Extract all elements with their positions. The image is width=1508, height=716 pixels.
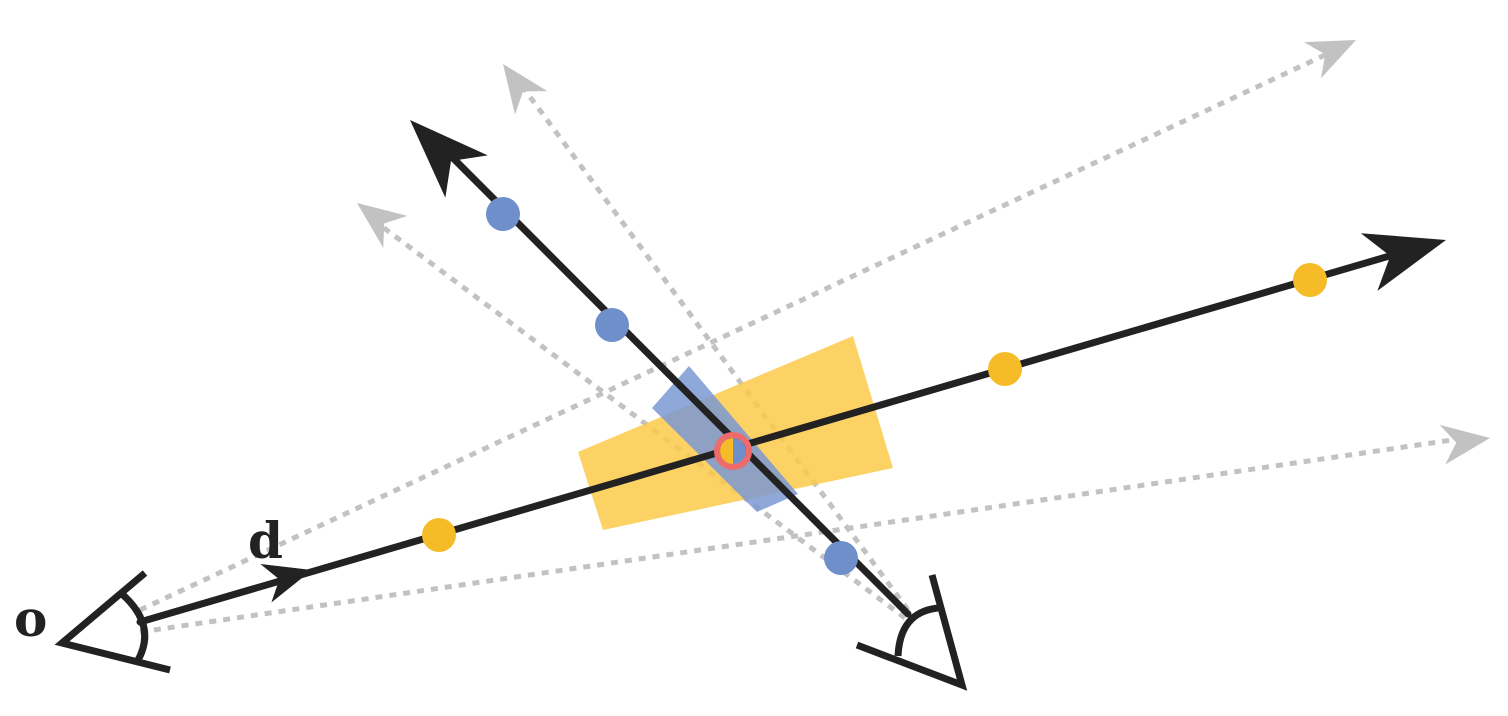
intersection-ring — [714, 432, 752, 470]
camera-2-frustum-icon — [855, 574, 968, 691]
auxiliary-ray-cam1-lower — [139, 437, 1453, 635]
camera-2-lens-icon — [894, 604, 939, 657]
ray-2-sample-point — [486, 197, 520, 231]
ray-1-sample-point — [422, 518, 456, 552]
camera-1-lens-icon — [119, 591, 149, 664]
ray-2 — [441, 146, 912, 618]
ray-1-arrowhead-icon — [1360, 233, 1446, 291]
auxiliary-arrowhead-icon — [1304, 40, 1356, 79]
auxiliary-ray-cam2-right — [522, 88, 911, 612]
camera-1-frustum-icon — [54, 570, 171, 674]
main-rays — [136, 146, 1414, 626]
ray-1 — [136, 246, 1414, 626]
auxiliary-arrowhead-icon — [1439, 424, 1490, 465]
auxiliary-arrowhead-icon — [503, 64, 548, 115]
auxiliary-ray-cam2-left — [378, 222, 907, 621]
auxiliary-arrowhead-icon — [357, 203, 408, 248]
ray-2-sample-point — [824, 541, 858, 575]
intersection-right-half — [733, 438, 746, 464]
auxiliary-arrowheads — [357, 40, 1490, 465]
ray-2-sample-point — [595, 308, 629, 342]
auxiliary-rays — [138, 52, 1453, 635]
intersection-left-half — [720, 438, 733, 464]
ray-1-sample-point — [1293, 263, 1327, 297]
main-arrowheads — [260, 120, 1446, 603]
origin-label: o — [14, 589, 47, 648]
camera-1-eye-icon — [54, 570, 171, 674]
ray-1-sample-points — [422, 263, 1327, 552]
intersection-marker — [714, 432, 752, 470]
direction-label: d — [248, 511, 283, 570]
auxiliary-ray-cam1-upper — [138, 52, 1327, 613]
ray-1-sample-point — [988, 352, 1022, 386]
camera-2-eye-icon — [855, 574, 968, 691]
ray-2-arrowhead-icon — [410, 120, 488, 198]
direction-d-arrowhead-icon — [260, 564, 312, 603]
ray-2-sample-points — [486, 197, 858, 575]
